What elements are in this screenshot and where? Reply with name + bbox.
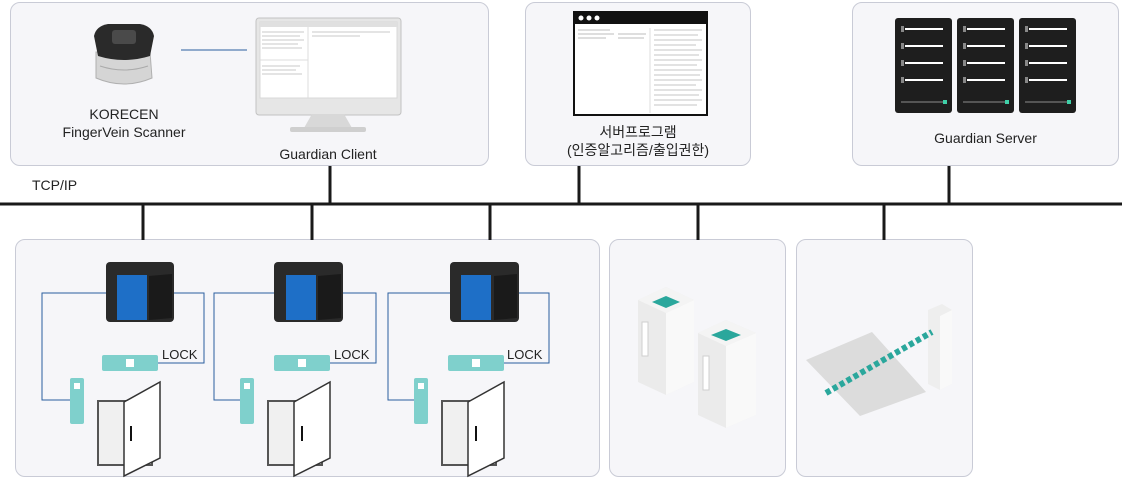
door-system-1 xyxy=(41,262,205,478)
keypad-icon xyxy=(240,378,254,424)
door-wiring xyxy=(158,292,205,364)
keypad-icon xyxy=(70,378,84,424)
door-icon xyxy=(467,380,505,478)
network-bus xyxy=(0,166,1122,240)
client-label: Guardian Client xyxy=(279,146,377,162)
door-wiring xyxy=(504,292,550,364)
scanner-name-line2: FingerVein Scanner xyxy=(62,124,186,140)
speed-gate-icon xyxy=(638,287,756,428)
scanner-device-icon xyxy=(94,24,154,85)
barrier-gate-icon xyxy=(806,304,952,416)
lock-label: LOCK xyxy=(162,347,198,362)
door-icon xyxy=(123,380,161,478)
client-monitor-icon xyxy=(255,17,402,132)
door-icon xyxy=(293,380,331,478)
door-wiring xyxy=(41,292,106,401)
server-program-window-icon xyxy=(573,11,708,116)
server-rack-icon xyxy=(895,18,1076,113)
door-system-3 xyxy=(387,262,550,478)
network-label: TCP/IP xyxy=(32,177,78,193)
server-label: Guardian Server xyxy=(934,130,1037,146)
scanner-label: KORECEN FingerVein Scanner xyxy=(45,105,203,141)
server-program-label-line1: 서버프로그램 xyxy=(599,124,677,140)
scanner-name-line1: KORECEN xyxy=(89,106,159,122)
lock-label: LOCK xyxy=(334,347,370,362)
keypad-icon xyxy=(414,378,428,424)
door-wiring xyxy=(213,292,274,401)
lock-label: LOCK xyxy=(507,347,543,362)
client-panel xyxy=(10,2,489,166)
door-wiring xyxy=(387,292,450,401)
server-program-label: 서버프로그램 (인증알고리즘/출입권한) xyxy=(525,123,751,159)
door-wiring xyxy=(330,292,377,364)
door-system-2 xyxy=(213,262,377,478)
server-program-label-line2: (인증알고리즘/출입권한) xyxy=(566,142,709,158)
